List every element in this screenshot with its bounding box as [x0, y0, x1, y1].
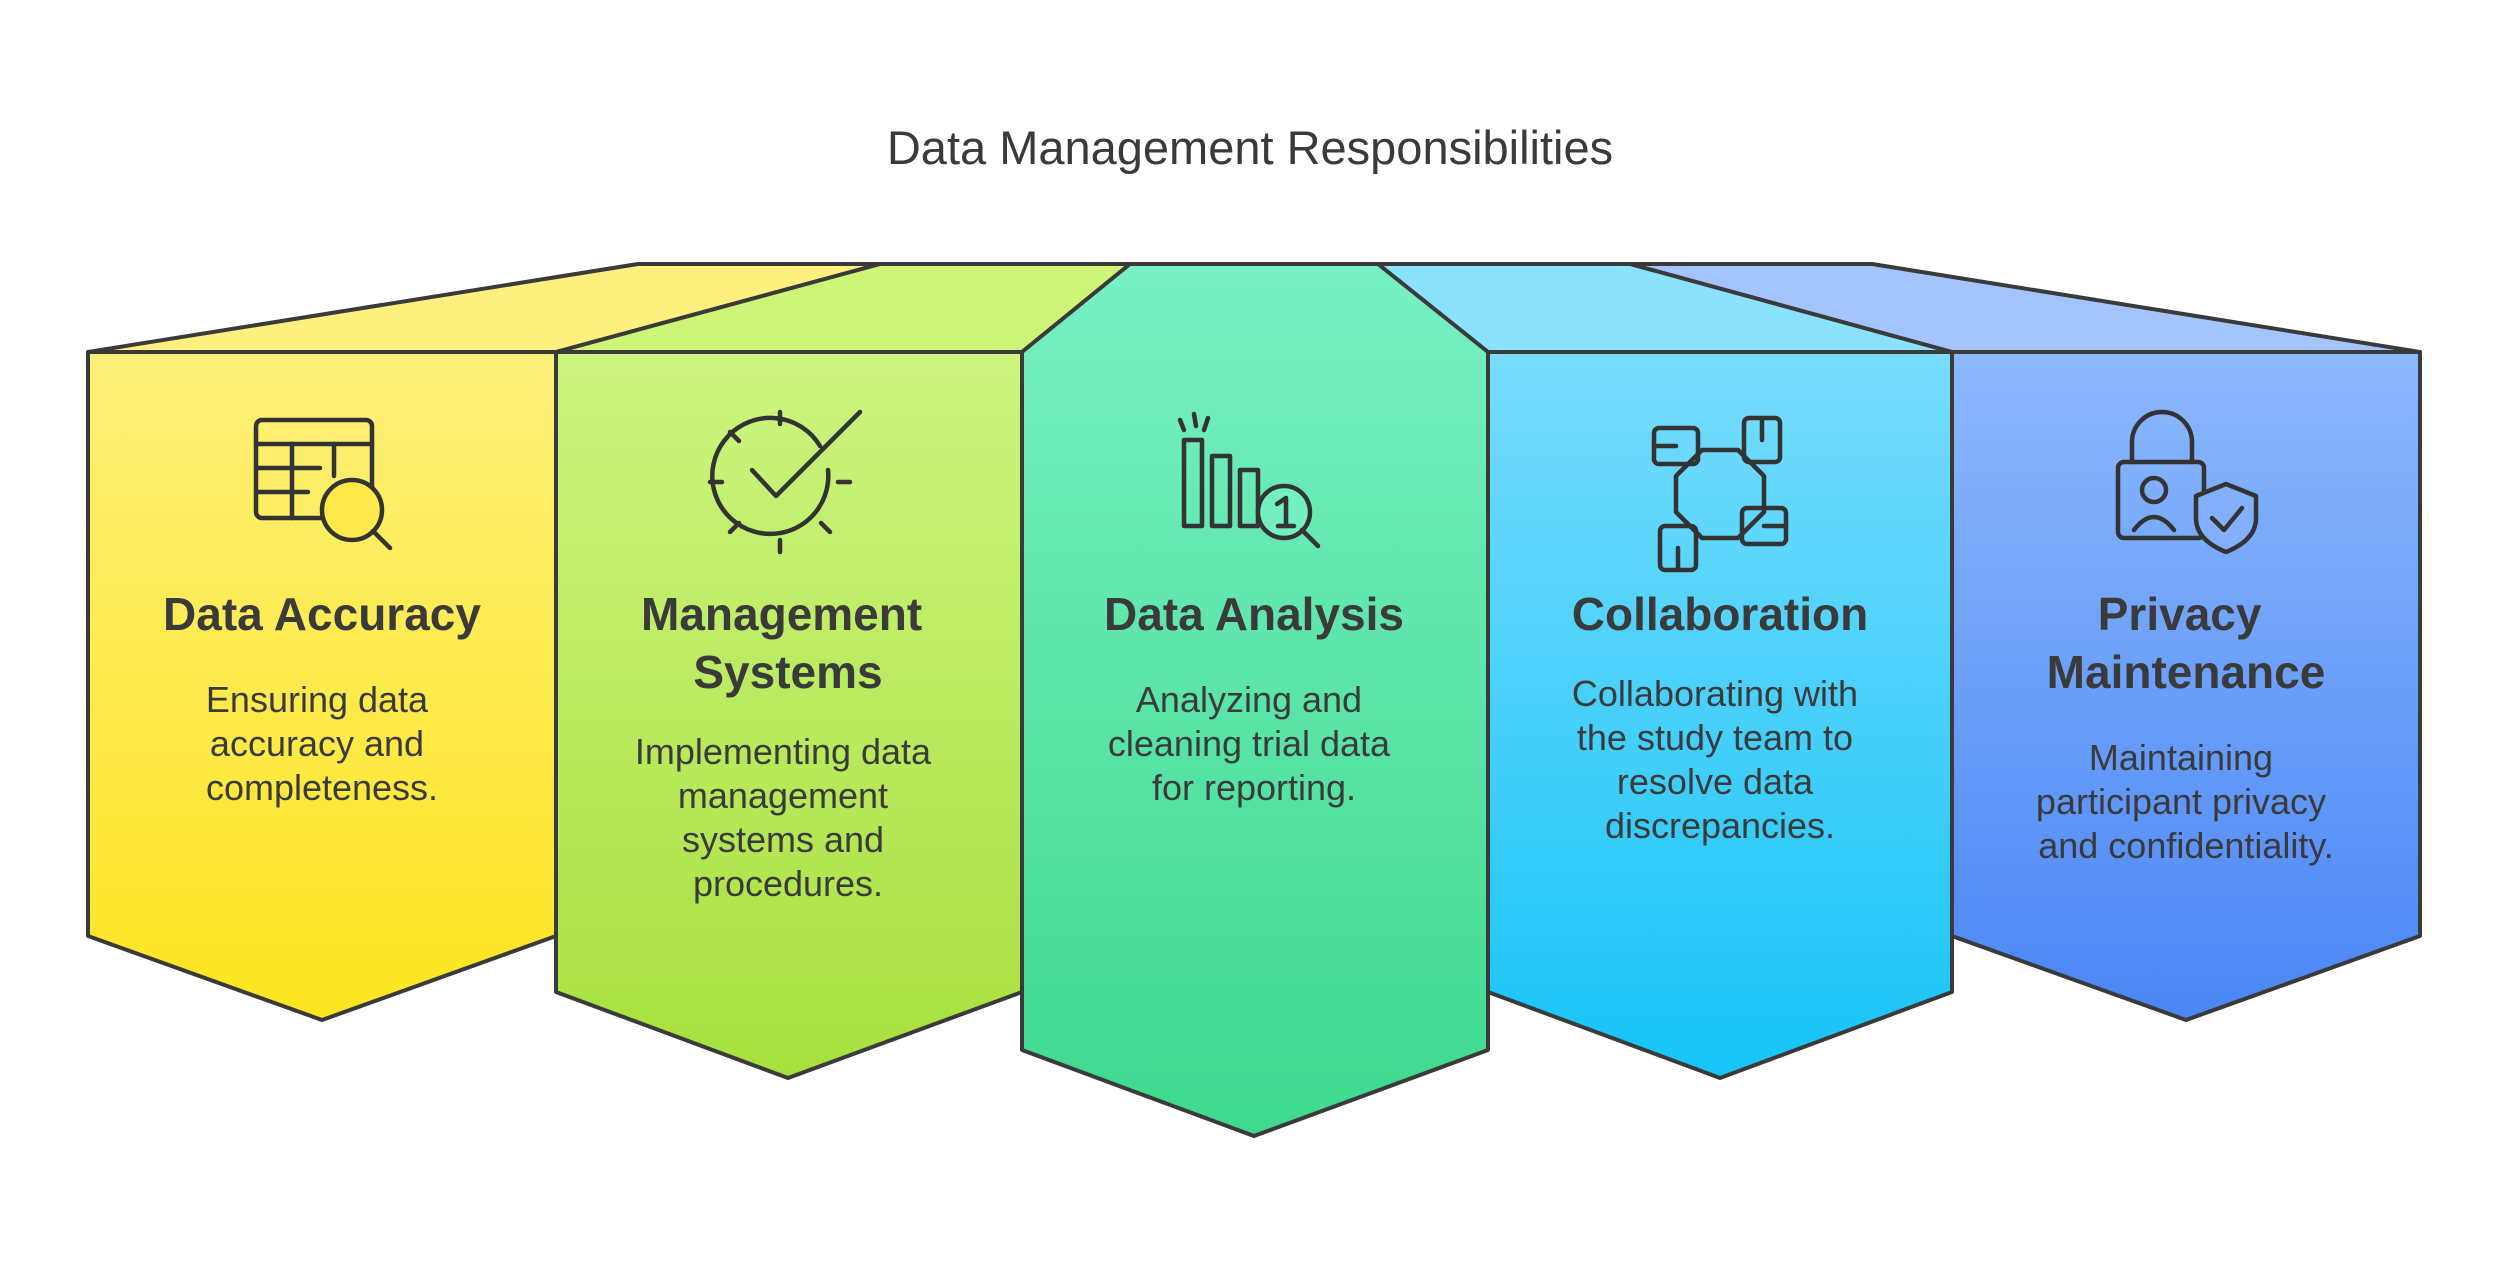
- lock-user-shield-icon: [2115, 409, 2259, 555]
- hands-collaboration-icon: [1651, 415, 1789, 573]
- card-data-accuracy: Data Accuracy Ensuring data accuracy and…: [86, 350, 558, 1022]
- card-description-line: procedures.: [693, 863, 883, 904]
- card-shape: [1486, 350, 1954, 1080]
- card-collaboration: Collaboration Collaborating with the stu…: [1486, 350, 1954, 1080]
- card-heading-line: Maintenance: [2047, 646, 2326, 698]
- card-heading-line: Management: [641, 588, 922, 640]
- card-shape: [86, 350, 558, 1022]
- bar-chart-search-icon: [1177, 411, 1321, 549]
- card-heading: Privacy Maintenance: [2047, 588, 2326, 698]
- card-description-line: Implementing data: [635, 731, 932, 772]
- card-heading-line: Systems: [693, 646, 882, 698]
- roof-panels: [86, 262, 2422, 354]
- card-description: Ensuring data accuracy and completeness.: [206, 679, 438, 808]
- card-description-line: management: [678, 775, 888, 816]
- card-heading: Data Accuracy: [163, 588, 481, 640]
- card-description-line: for reporting.: [1152, 767, 1356, 808]
- table-search-icon: [253, 417, 393, 551]
- card-privacy-maintenance: Privacy Maintenance Maintaining particip…: [1950, 350, 2422, 1022]
- card-description: Implementing data management systems and…: [635, 731, 941, 904]
- card-description-line: Collaborating with: [1572, 673, 1858, 714]
- card-description-line: Maintaining: [2089, 737, 2273, 778]
- card-shape: [554, 350, 1024, 1080]
- card-heading-line: Data Accuracy: [163, 588, 481, 640]
- card-heading: Collaboration: [1572, 588, 1868, 640]
- gear-check-icon: [707, 409, 863, 555]
- card-description-line: accuracy and: [210, 723, 424, 764]
- card-heading: Management Systems: [641, 588, 935, 698]
- card-description-line: systems and: [682, 819, 884, 860]
- card-description-line: Ensuring data: [206, 679, 429, 720]
- card-data-analysis: Data Analysis Analyzing and cleaning tri…: [1020, 262, 1490, 1138]
- card-description-line: resolve data: [1617, 761, 1814, 802]
- card-description-line: the study team to: [1577, 717, 1853, 758]
- card-description-line: participant privacy: [2036, 781, 2326, 822]
- card-heading-line: Privacy: [2098, 588, 2262, 640]
- card-description-line: Analyzing and: [1136, 679, 1362, 720]
- card-description: Maintaining participant privacy and conf…: [2036, 737, 2336, 866]
- card-description: Analyzing and cleaning trial data for re…: [1108, 679, 1400, 808]
- card-heading-line: Data Analysis: [1104, 588, 1404, 640]
- card-description-line: cleaning trial data: [1108, 723, 1391, 764]
- diagram-title: Data Management Responsibilities: [887, 121, 1613, 174]
- card-description-line: and confidentiality.: [2038, 825, 2334, 866]
- card-description-line: completeness.: [206, 767, 438, 808]
- card-description-line: discrepancies.: [1605, 805, 1835, 846]
- card-heading: Data Analysis: [1104, 588, 1404, 640]
- card-description: Collaborating with the study team to res…: [1572, 673, 1868, 846]
- card-management-systems: Management Systems Implementing data man…: [554, 350, 1024, 1080]
- card-shape: [1020, 262, 1490, 1138]
- card-heading-line: Collaboration: [1572, 588, 1868, 640]
